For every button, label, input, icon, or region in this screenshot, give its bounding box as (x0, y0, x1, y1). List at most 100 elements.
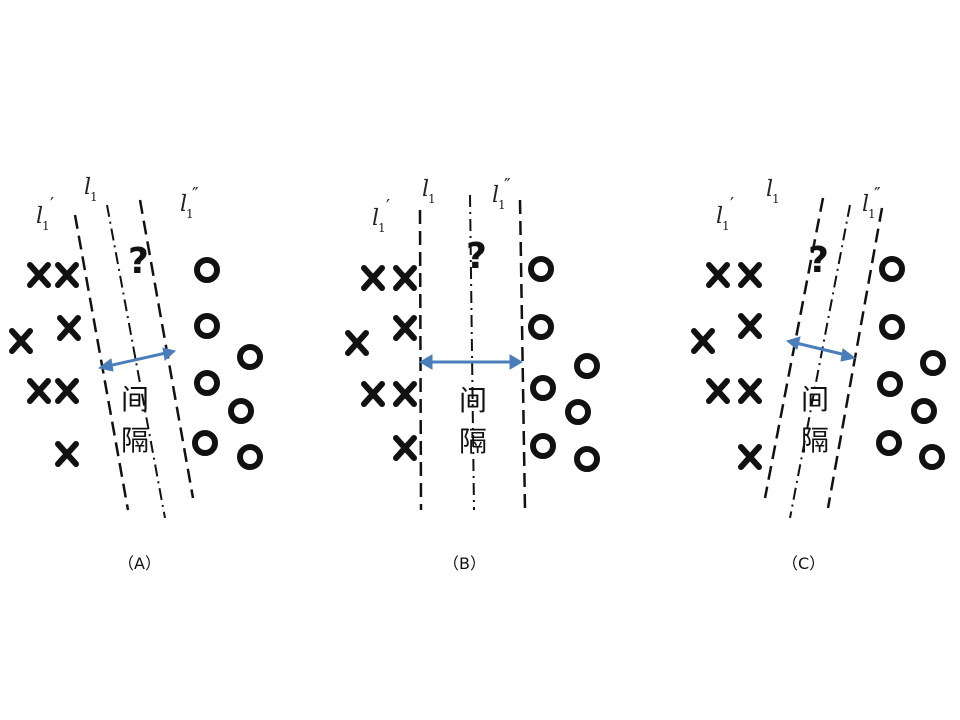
question-mark: ? (128, 241, 149, 282)
margin-arrow (419, 354, 523, 370)
gap-label-char-2: 隔 (459, 425, 487, 458)
question-mark: ? (808, 240, 829, 281)
x-mark (57, 315, 81, 341)
o-mark (530, 375, 556, 401)
x-mark (691, 328, 715, 354)
circle-markers-c (876, 256, 946, 470)
margin-line-left (73, 214, 130, 511)
o-mark (228, 398, 254, 424)
x-mark (345, 330, 369, 356)
svg-text:l: l (180, 192, 187, 217)
x-mark (393, 381, 417, 407)
svg-text:1: 1 (498, 198, 506, 212)
o-mark (192, 430, 218, 456)
x-mark (55, 262, 79, 288)
o-mark (574, 353, 600, 379)
x-mark (361, 381, 385, 407)
o-mark (574, 446, 600, 472)
margin-line-left (763, 197, 825, 499)
decision-line (106, 204, 166, 519)
circle-markers-b (528, 256, 600, 472)
o-mark (919, 444, 945, 470)
x-mark (393, 265, 417, 291)
x-mark (706, 378, 730, 404)
panel-c: ? 间 隔 l 1 ′ l 1 l 1 ″ （C） (691, 177, 946, 573)
decision-line (789, 204, 851, 519)
svg-text:′: ′ (50, 194, 54, 215)
x-mark (361, 265, 385, 291)
svg-text:l: l (862, 192, 869, 217)
o-mark (920, 350, 946, 376)
gap-label-char-2: 隔 (801, 424, 829, 457)
panel-a: ? 间 隔 l 1 ′ l 1 l 1 ″ （A） (9, 175, 263, 573)
circle-markers-a (192, 257, 263, 470)
x-mark (706, 262, 730, 288)
x-mark (393, 435, 417, 461)
svg-text:′: ′ (730, 194, 734, 215)
o-mark (530, 433, 556, 459)
o-mark (879, 314, 905, 340)
svg-text:l: l (36, 204, 43, 229)
svg-text:″: ″ (874, 184, 881, 205)
svg-text:1: 1 (772, 192, 780, 206)
x-mark (738, 444, 762, 470)
o-mark (565, 399, 591, 425)
x-mark (55, 378, 79, 404)
svg-text:1: 1 (722, 219, 730, 233)
label-l1-prime-c: l 1 ′ (716, 194, 734, 233)
cross-markers-b (345, 265, 417, 461)
svg-text:1: 1 (378, 221, 386, 235)
caption-a: （A） (118, 554, 161, 573)
svg-text:l: l (492, 183, 499, 208)
o-mark (237, 344, 263, 370)
label-l1-a: l 1 (84, 175, 98, 204)
svg-text:″: ″ (504, 175, 511, 196)
gap-label-char-1: 间 (801, 383, 829, 416)
o-mark (911, 398, 937, 424)
svg-text:1: 1 (42, 219, 50, 233)
svg-text:l: l (84, 175, 91, 200)
cross-markers-a (9, 262, 81, 467)
label-l1-double-prime-b: l 1 ″ (492, 175, 511, 212)
label-l1-b: l 1 (422, 177, 436, 206)
svg-text:′: ′ (386, 196, 390, 217)
label-l1-prime-b: l 1 ′ (372, 196, 390, 235)
label-l1-double-prime-a: l 1 ″ (180, 184, 199, 221)
x-mark (738, 313, 762, 339)
caption-c: （C） (782, 554, 825, 573)
svg-text:1: 1 (186, 207, 194, 221)
x-mark (9, 328, 33, 354)
svg-text:1: 1 (868, 207, 876, 221)
svg-text:1: 1 (428, 192, 436, 206)
o-mark (876, 430, 902, 456)
margin-arrow (785, 336, 857, 362)
o-mark (194, 370, 220, 396)
x-mark (393, 315, 417, 341)
svg-text:l: l (372, 206, 379, 231)
x-mark (27, 262, 51, 288)
margin-arrow (97, 347, 177, 372)
margin-line-left (418, 209, 423, 511)
svg-text:1: 1 (90, 190, 98, 204)
x-mark (27, 378, 51, 404)
o-mark (194, 257, 220, 283)
svg-text:″: ″ (192, 184, 199, 205)
gap-label-char-1: 间 (121, 383, 149, 416)
svg-text:l: l (766, 177, 773, 202)
label-l1-prime-a: l 1 ′ (36, 194, 54, 233)
margin-line-right (518, 199, 527, 511)
o-mark (237, 444, 263, 470)
gap-label-char-1: 间 (459, 384, 487, 417)
o-mark (194, 313, 220, 339)
svg-text:l: l (422, 177, 429, 202)
o-mark (528, 314, 554, 340)
x-mark (738, 378, 762, 404)
o-mark (528, 256, 554, 282)
o-mark (879, 256, 905, 282)
caption-b: （B） (443, 554, 486, 573)
svg-text:l: l (716, 204, 723, 229)
o-mark (877, 371, 903, 397)
cross-markers-c (691, 262, 762, 470)
gap-label-char-2: 隔 (121, 424, 149, 457)
